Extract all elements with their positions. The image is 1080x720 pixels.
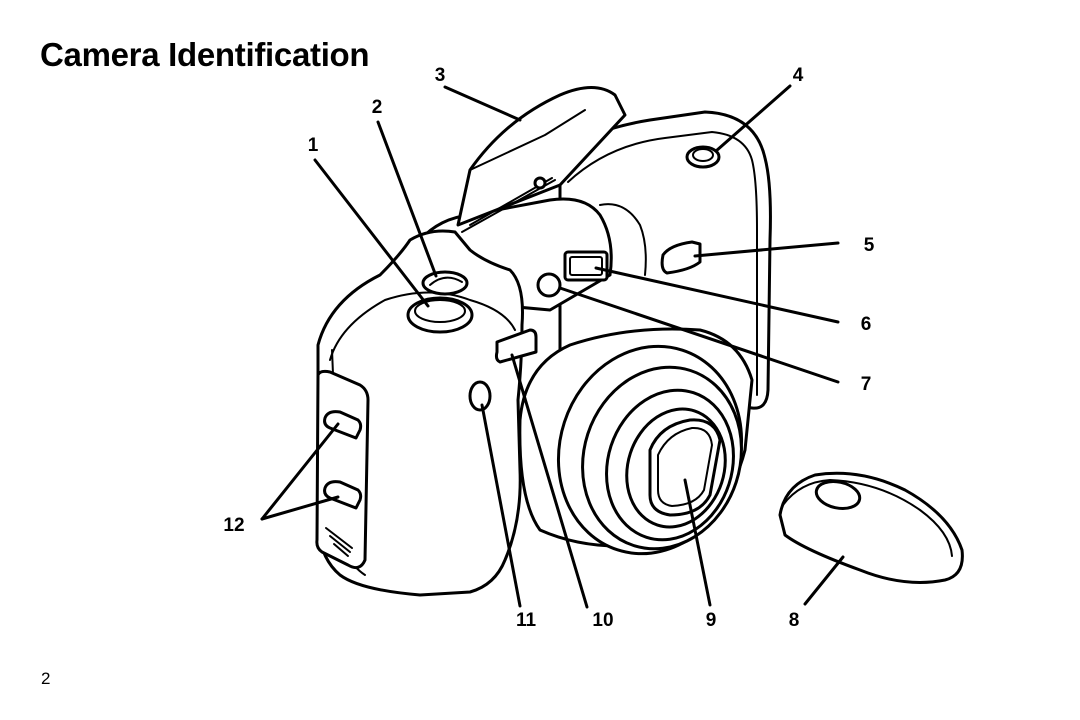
strap-slot-upper — [323, 410, 363, 440]
callout-2: 2 — [372, 97, 383, 118]
self-timer-window — [494, 328, 538, 364]
shutter-button — [406, 296, 474, 334]
zoom-lever — [421, 270, 469, 296]
strap-slot-lower — [323, 480, 363, 510]
callout-7: 7 — [861, 374, 872, 395]
grip-panel — [315, 369, 370, 570]
strap-eyelet — [660, 240, 702, 275]
camera-illustration — [315, 86, 964, 597]
callout-10: 10 — [592, 610, 613, 631]
callout-3: 3 — [435, 65, 446, 86]
sensor-window — [536, 272, 562, 298]
callout-labels: 1 2 3 4 5 6 7 8 9 10 11 12 — [223, 65, 874, 631]
lamp — [468, 380, 492, 412]
callout-12: 12 — [223, 515, 244, 536]
callout-11: 11 — [516, 610, 537, 631]
callout-1: 1 — [308, 135, 319, 156]
page-number: 2 — [41, 669, 51, 688]
page-title: Camera Identification — [40, 36, 370, 73]
callout-6: 6 — [861, 314, 872, 335]
viewfinder-window — [563, 250, 609, 282]
lens-cap-knob — [814, 479, 862, 511]
callout-5: 5 — [864, 235, 875, 256]
callout-9: 9 — [706, 610, 717, 631]
leader-lines — [260, 84, 845, 609]
callout-8: 8 — [789, 610, 800, 631]
popup-flash — [456, 86, 627, 227]
callout-4: 4 — [793, 65, 804, 86]
lens-cap — [778, 471, 964, 584]
